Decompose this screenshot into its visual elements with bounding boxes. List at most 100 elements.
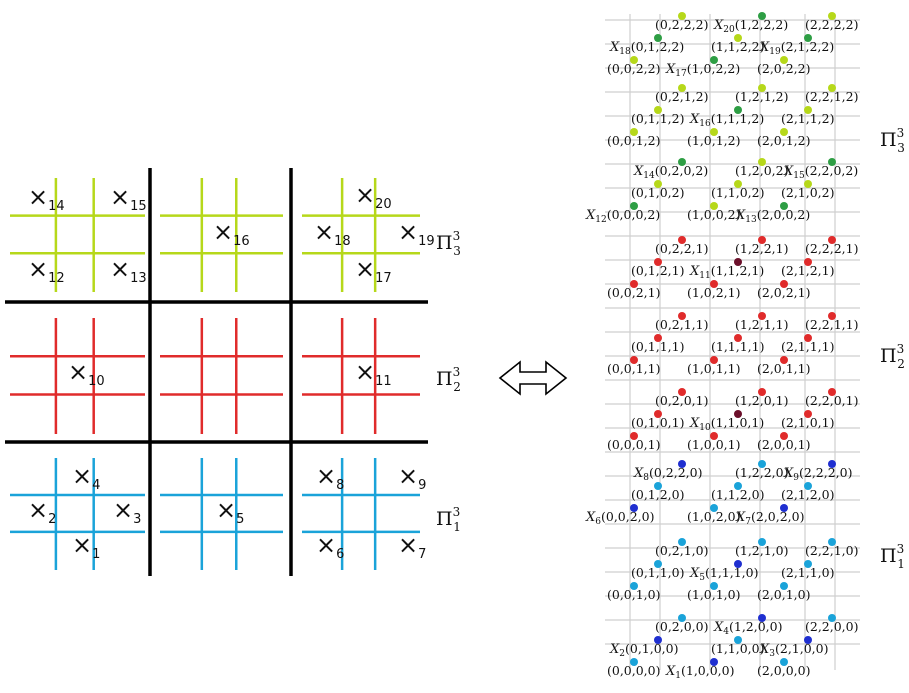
lattice-coord-label: (2,0,1,2) [757,133,811,148]
sub-board-grids [10,178,420,570]
lattice-dot [734,334,742,342]
lattice-node: X1(1,0,0,0) [665,658,735,681]
lattice-node: (0,2,2,2) [655,12,709,32]
lattice-coord-label: (0,1,2,1) [631,263,685,278]
lattice-coord-label: (2,0,1,1) [757,361,811,376]
board-marker-x2: ×2 [28,496,56,527]
lattice-node: (2,0,0,0) [757,658,811,678]
lattice-node: (1,2,1,2) [735,84,789,104]
sub-board-0-2 [302,178,420,292]
lattice-coord-label: (2,1,0,2) [781,185,835,200]
lattice-coord-label: (1,1,1,1) [711,339,765,354]
lattice-dot [734,34,742,42]
lattice-coord-label: (2,2,1,2) [805,89,859,104]
lattice-dot [780,280,788,288]
lattice-coord-label: (0,2,1,0) [655,543,709,558]
lattice-dot [630,582,638,590]
lattice-dot [678,538,686,546]
lattice-coord-label: (1,2,1,0) [735,543,789,558]
lattice-coord-label: (0,0,2,1) [607,285,661,300]
board-marker-x15: ×15 [110,183,147,214]
lattice-node: (0,1,0,2) [631,180,685,200]
lattice-dot [734,560,742,568]
lattice-node: (2,2,1,2) [805,84,859,104]
lattice-node: (2,1,2,0) [781,482,835,502]
lattice-coord-label: (2,0,1,0) [757,587,811,602]
lattice-coord-label: (0,0,0,1) [607,437,661,452]
lattice-node: (0,2,1,0) [655,538,709,558]
lattice-coord-label: (2,1,0,1) [781,415,835,430]
lattice-node: (1,0,2,1) [687,280,741,300]
board-marker-x9: ×9 [398,462,426,493]
lattice-node: (0,2,0,1) [655,388,709,408]
board-separators [5,168,428,576]
lattice-node: (2,1,1,1) [781,334,835,354]
board-marker-x5: ×5 [216,496,244,527]
lattice-coord-label: (2,0,2,1) [757,285,811,300]
lattice-coord-label: (2,1,1,1) [781,339,835,354]
lattice-node: (0,2,2,1) [655,236,709,256]
lattice-x-label: X8(0,2,2,0) [633,465,703,483]
lattice-node: (2,2,1,0) [805,538,859,558]
board-marker-x18: ×18 [314,218,351,249]
lattice-coord-label: (0,1,0,2) [631,185,685,200]
lattice-coord-label: (1,2,2,0) [735,465,789,480]
lattice-dot [630,658,638,666]
lattice-coord-label: (1,2,0,1) [735,393,789,408]
lattice-dot [654,106,662,114]
lattice-coord-label: (1,0,2,1) [687,285,741,300]
lattice-dot [710,56,718,64]
lattice-node: X15(2,2,0,2) [783,158,858,181]
lattice-x-label: X13(2,0,0,2) [735,207,810,225]
lattice-dot [758,158,766,166]
lattice-dot [804,34,812,42]
lattice-node: (0,1,0,1) [631,410,685,430]
lattice-x-label: X1(1,0,0,0) [665,663,735,681]
lattice-x-label: X7(2,0,2,0) [735,509,805,527]
board-marker-x11: ×11 [355,358,392,389]
lattice-dot [804,258,812,266]
board-marker-x7: ×7 [398,531,426,562]
sub-board-2-1 [160,458,283,570]
lattice-node: (1,0,1,0) [687,582,741,602]
lattice-node: X6(0,0,2,0) [585,504,655,527]
board-marker-x20: ×20 [355,181,392,212]
board-markers: ×14×15×12×13×16×20×18×19×17×10×11×4×2×3×… [28,181,435,562]
board-marker-x4: ×4 [72,462,100,493]
lattice-node: (0,0,1,0) [607,582,661,602]
lattice-node: (0,0,0,0) [607,658,661,678]
lattice-node: (1,0,0,2) [687,202,741,222]
lattice-dot [780,356,788,364]
lattice-x-label: X18(0,1,2,2) [609,39,684,57]
lattice-node: X7(2,0,2,0) [735,504,805,527]
lattice-dot [678,12,686,20]
lattice-node: (1,2,2,0) [735,460,789,480]
lattice-dot [780,202,788,210]
lattice-node: (1,1,2,0) [711,482,765,502]
lattice-dot [734,258,742,266]
lattice-node: (2,1,1,2) [781,106,835,126]
lattice-node: (1,0,0,1) [687,432,741,452]
lattice-coord-label: (1,2,1,1) [735,317,789,332]
lattice-coord-label: (1,1,2,2) [711,39,765,54]
board-marker-x10: ×10 [68,358,105,389]
lattice-node: X11(1,1,2,1) [689,258,764,281]
lattice-node: X3(2,1,0,0) [759,636,829,659]
lattice-coord-label: (0,0,1,1) [607,361,661,376]
lattice-dot [678,158,686,166]
lattice-dot [678,388,686,396]
lattice-node: (1,0,1,2) [687,128,741,148]
lattice-dot [828,460,836,468]
lattice-node: (1,2,1,1) [735,312,789,332]
lattice-dot [630,202,638,210]
lattice-grid [605,14,860,670]
lattice-node: (0,2,1,2) [655,84,709,104]
lattice-node: X20(1,2,2,2) [713,12,788,35]
lattice-dot [804,636,812,644]
double-arrow-icon [498,360,568,396]
lattice-dot [780,658,788,666]
lattice-node: (2,2,2,2) [805,12,859,32]
lattice-coord-label: (1,0,1,0) [687,587,741,602]
lattice-dot [828,158,836,166]
